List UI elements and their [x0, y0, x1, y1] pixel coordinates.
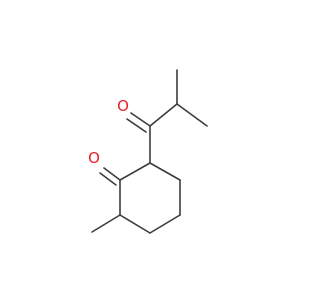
atom-label-ring-oxygen: O — [88, 149, 100, 167]
atom-labels: O O — [88, 97, 129, 167]
bond-ring-c2-c1 — [119, 162, 151, 181]
bond-ring-c5-c4 — [149, 214, 181, 234]
bond-ring-c1-c6 — [149, 162, 181, 181]
bond-ring-ketone-double-2 — [99, 172, 117, 186]
bond-acyl-carbonyl-double-1 — [130, 112, 151, 127]
bond-ring-c4-c3 — [119, 214, 151, 234]
bond-acyl-carbonyl-double-2 — [126, 118, 147, 133]
bond-ring-methyl — [91, 214, 121, 233]
chemical-structure: O O — [88, 69, 208, 234]
bond-isopropyl-to-carbonyl — [149, 103, 178, 127]
bond-ring-ketone-double-1 — [103, 167, 121, 181]
bonds — [91, 69, 208, 234]
atom-label-acyl-oxygen: O — [117, 97, 129, 115]
bond-isopropyl-methyl-right — [176, 103, 208, 127]
